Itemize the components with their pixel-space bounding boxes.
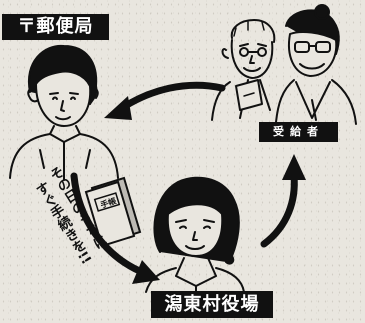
curved-arrow-up-icon — [260, 154, 306, 248]
post-office-clerk-figure — [9, 44, 119, 181]
curved-arrow-down-icon — [70, 172, 160, 284]
recipients-figures — [211, 4, 357, 125]
village-office-clerk-figure — [145, 176, 245, 293]
curved-arrow-left-icon — [104, 81, 226, 120]
post-office-label: 〒郵便局 — [2, 14, 109, 40]
booklet-title: 手帳 — [99, 196, 117, 210]
village-office-label: 潟東村役場 — [151, 291, 273, 318]
handbook-booklet: 手帳 — [84, 176, 142, 248]
recipient-label: 受給者 — [259, 122, 338, 142]
